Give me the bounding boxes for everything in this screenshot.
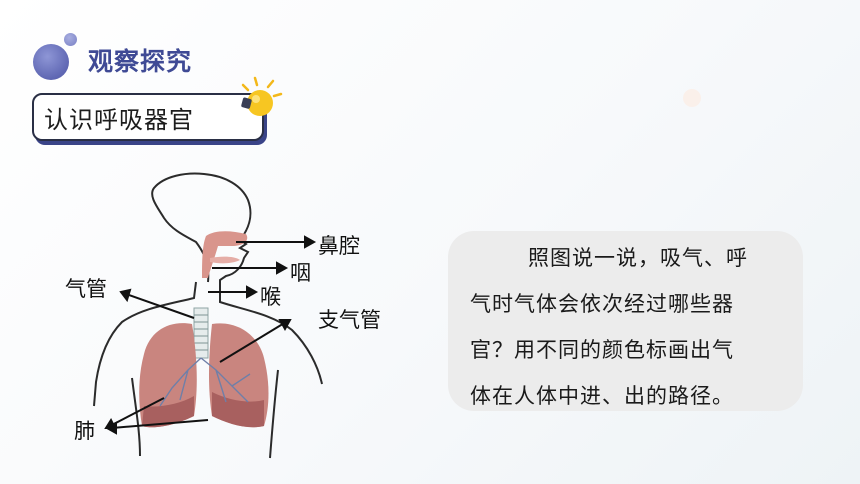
subtitle-text: 认识呼吸器官 [44, 106, 194, 134]
label-larynx: 喉 [260, 285, 281, 309]
question-line-4: 体在人体中进、出的路径。 [470, 384, 734, 408]
question-card [448, 231, 803, 411]
label-pharynx: 咽 [290, 261, 311, 285]
nasal-cavity-shape [202, 231, 248, 278]
label-nasal-cavity: 鼻腔 [318, 234, 360, 258]
title-bullet-small [64, 33, 77, 46]
section-title: 观察探究 [88, 47, 193, 76]
label-bronchus: 支气管 [318, 308, 381, 332]
decorative-dot [683, 89, 701, 107]
body-outline [151, 172, 323, 385]
left-lung [139, 323, 197, 428]
title-bullet-large [33, 44, 69, 80]
question-line-3: 官？用不同的颜色标画出气 [470, 338, 734, 362]
question-line-1: 照图说一说，吸气、呼 [528, 246, 748, 270]
lightbulb-icon [241, 76, 283, 116]
label-lung: 肺 [74, 419, 95, 443]
respiratory-diagram [93, 172, 323, 459]
question-line-2: 气时气体会依次经过哪些器 [470, 292, 734, 316]
subtitle-box [32, 93, 264, 141]
label-trachea: 气管 [65, 277, 107, 301]
